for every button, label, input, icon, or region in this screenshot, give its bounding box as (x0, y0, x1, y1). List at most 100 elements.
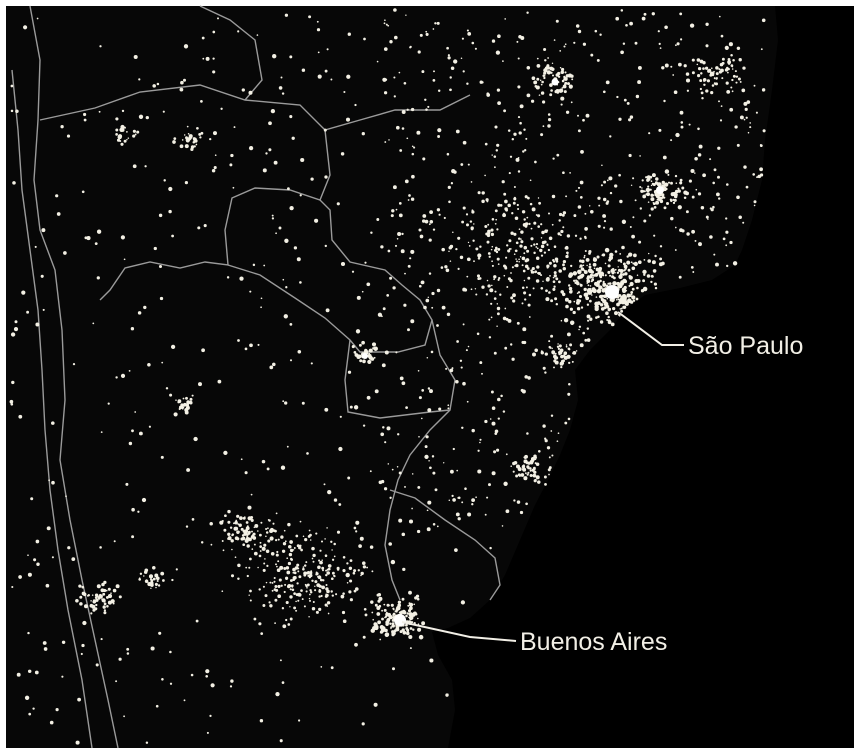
light-dot (506, 244, 509, 247)
light-dot (246, 544, 250, 548)
light-dot (601, 164, 603, 167)
light-dot (493, 450, 497, 454)
light-dot (546, 244, 549, 246)
light-dot (295, 609, 298, 612)
light-dot (309, 589, 312, 592)
light-dot (745, 116, 748, 119)
light-dot (138, 431, 143, 436)
light-dot (460, 366, 463, 369)
light-dot (184, 181, 188, 185)
light-dot (692, 271, 695, 273)
light-dot (320, 666, 323, 668)
light-dot (229, 163, 233, 167)
light-dot (577, 129, 581, 133)
light-dot (295, 593, 299, 597)
light-dot (290, 558, 293, 561)
light-dot (623, 285, 627, 290)
light-dot (224, 514, 227, 518)
light-dot (170, 344, 176, 350)
light-dot (123, 139, 127, 143)
light-dot (279, 659, 282, 662)
light-dot (362, 565, 367, 569)
light-dot (429, 658, 434, 663)
light-dot (620, 295, 625, 301)
label-leaders (401, 311, 684, 642)
light-dot (507, 318, 512, 323)
light-dot (652, 275, 654, 278)
light-dot (461, 426, 464, 430)
light-dot (491, 39, 496, 43)
light-dot (605, 80, 610, 85)
light-dot (286, 557, 289, 560)
light-dot (556, 440, 559, 443)
light-dot (564, 83, 566, 86)
light-dot (487, 252, 491, 255)
light-dot (212, 30, 216, 34)
light-dot (495, 250, 499, 254)
light-dot (95, 603, 98, 607)
light-dot (161, 678, 164, 681)
light-dot (626, 101, 630, 105)
light-dot (530, 244, 533, 247)
light-dot (253, 526, 256, 529)
light-dot (577, 29, 582, 34)
light-dot (330, 577, 334, 581)
light-dot (275, 232, 277, 235)
light-dot (588, 205, 591, 207)
light-dot (621, 302, 624, 305)
light-dot (27, 631, 30, 635)
land-mass (6, 6, 778, 748)
light-dot (624, 267, 627, 270)
light-dot (695, 188, 698, 191)
light-dot (584, 288, 587, 291)
light-dot (548, 345, 551, 349)
light-dot (474, 47, 477, 50)
light-dot (628, 118, 632, 122)
light-dot (517, 237, 521, 240)
light-dot (338, 503, 342, 506)
light-dot (567, 284, 571, 287)
light-dot (160, 571, 165, 576)
light-dot (223, 450, 228, 456)
light-dot (324, 554, 328, 557)
light-dot (10, 84, 14, 88)
light-dot (587, 319, 590, 322)
light-dot (495, 218, 498, 221)
light-dot (393, 76, 396, 79)
light-dot (622, 288, 627, 294)
light-dot (551, 62, 554, 65)
light-dot (626, 260, 631, 265)
light-dot (521, 340, 525, 344)
light-dot (399, 630, 403, 634)
light-dot (569, 307, 574, 311)
light-dot (315, 610, 319, 614)
light-dot (300, 548, 303, 552)
light-dot (315, 571, 318, 574)
light-dot (340, 594, 345, 599)
light-dot (346, 582, 349, 584)
light-dot (421, 389, 425, 392)
light-dot (563, 355, 568, 360)
light-dot (41, 228, 46, 233)
light-dot (497, 101, 501, 105)
light-dot (523, 245, 528, 250)
light-dot (268, 519, 271, 522)
light-dot (576, 281, 580, 286)
light-dot (150, 646, 155, 651)
light-dot (520, 473, 525, 477)
light-dot (697, 127, 700, 131)
light-dot (632, 177, 635, 180)
light-dot (633, 253, 637, 258)
light-dot (473, 223, 475, 225)
light-dot (663, 196, 666, 199)
light-dot (232, 186, 235, 189)
light-dot (271, 214, 274, 217)
light-dot (736, 143, 740, 147)
light-dot (293, 606, 297, 610)
light-dot (342, 592, 345, 595)
light-dot (494, 125, 498, 129)
light-dot (533, 251, 536, 255)
light-dot (543, 75, 546, 77)
light-dot (92, 322, 95, 325)
light-dot (391, 468, 394, 471)
